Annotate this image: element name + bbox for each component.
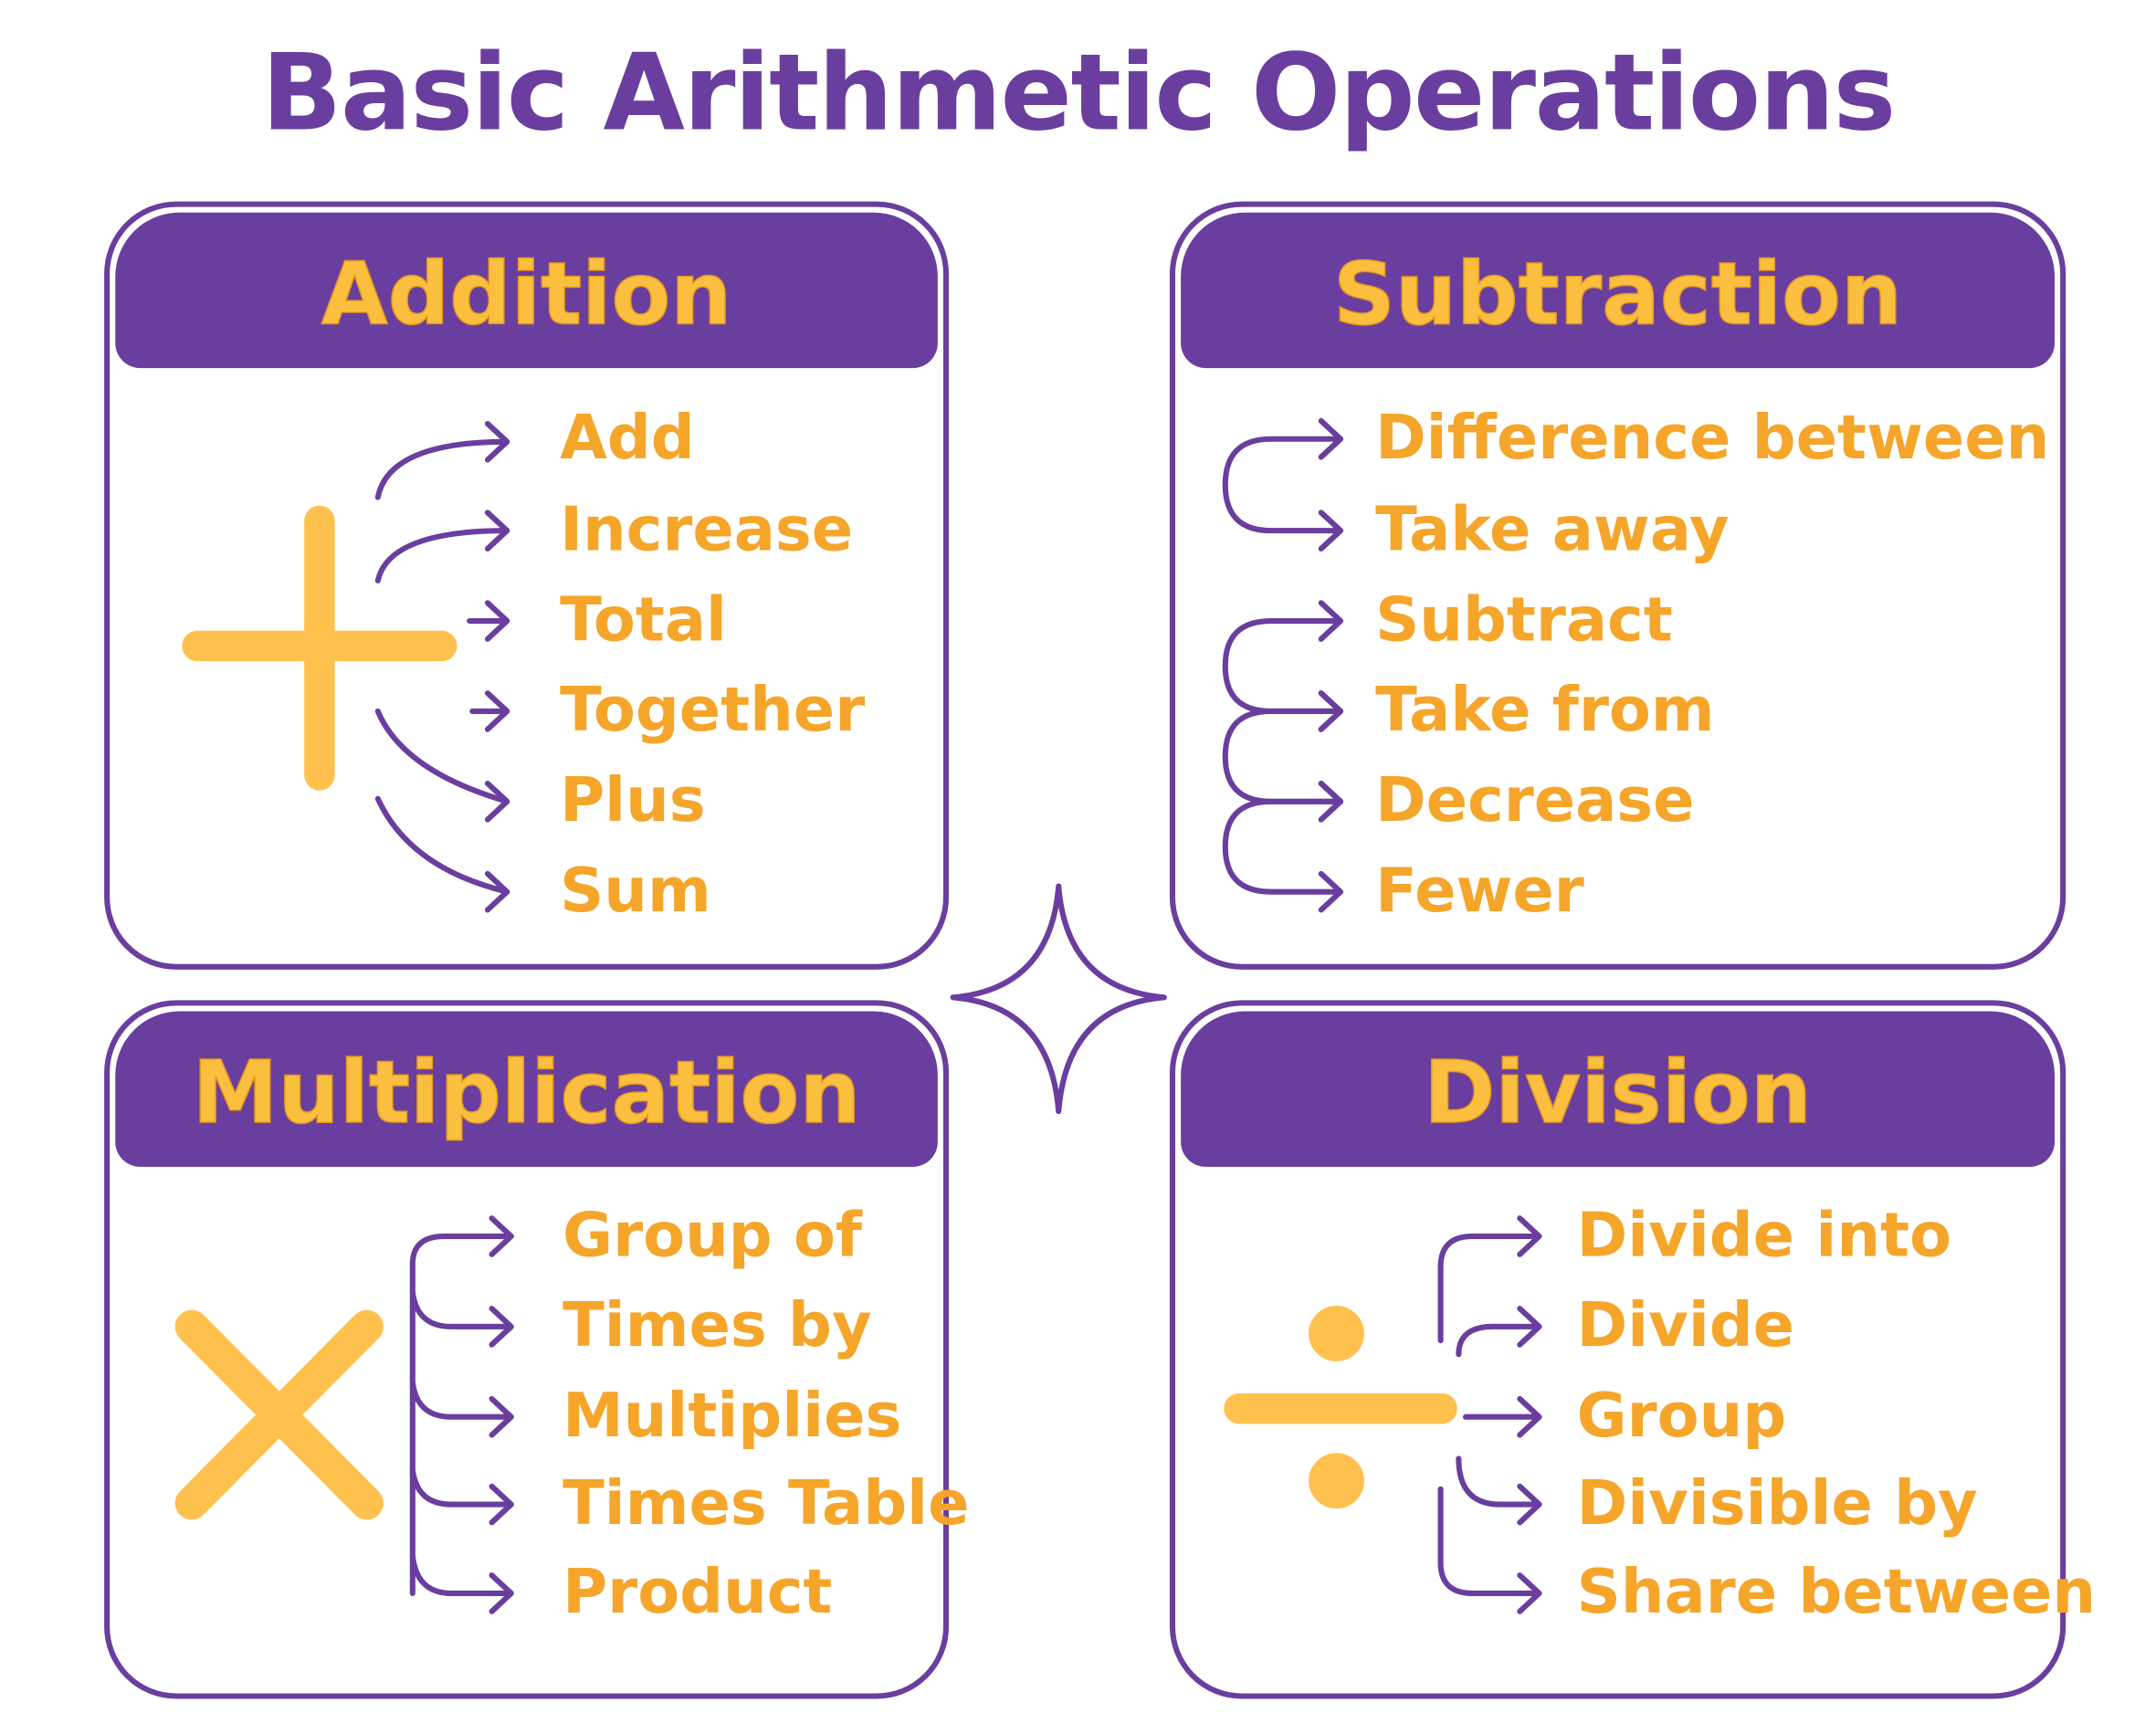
division-term: Divide into [1576,1200,1951,1271]
subtraction-term: Subtract [1375,584,1673,657]
subtraction-term: Take away [1375,494,1730,566]
addition-term: Together [560,675,866,746]
multiplication-term: Group of [563,1200,863,1271]
division-term: Group [1576,1381,1787,1452]
division-term: Share between [1576,1557,2097,1628]
multiplication-header: Multiplication [192,1041,861,1144]
multiplication-term: Times by [563,1290,872,1361]
subtraction-header-band: Subtraction [1181,212,2056,369]
addition-term: Increase [560,494,854,566]
addition-card: Addition [104,201,950,970]
multiplication-term: Product [563,1557,833,1628]
addition-term: Add [560,403,695,474]
multiplication-term: Multiplies [563,1381,902,1452]
subtraction-term: Take from [1375,675,1715,746]
subtraction-term: Decrease [1375,765,1695,836]
subtraction-header: Subtraction [1332,242,1903,345]
sparkle-star-icon [950,883,1167,1115]
page-title: Basic Arithmetic Operations [261,30,1896,154]
division-term: Divide [1576,1290,1795,1361]
multiplication-header-band: Multiplication [115,1011,938,1167]
subtraction-term: Difference between [1375,403,2050,474]
division-header: Division [1423,1041,1812,1144]
multiplication-term: Times Table [563,1468,970,1540]
addition-header: Addition [321,242,732,345]
addition-term: Plus [560,765,706,836]
division-term: Divisible by [1576,1468,1978,1540]
addition-term: Sum [560,856,711,927]
addition-header-band: Addition [115,212,938,369]
multiplication-card: Multiplication [104,1000,950,1699]
addition-term: Total [560,584,727,657]
division-header-band: Division [1181,1011,2056,1167]
subtraction-term: Fewer [1375,856,1584,927]
